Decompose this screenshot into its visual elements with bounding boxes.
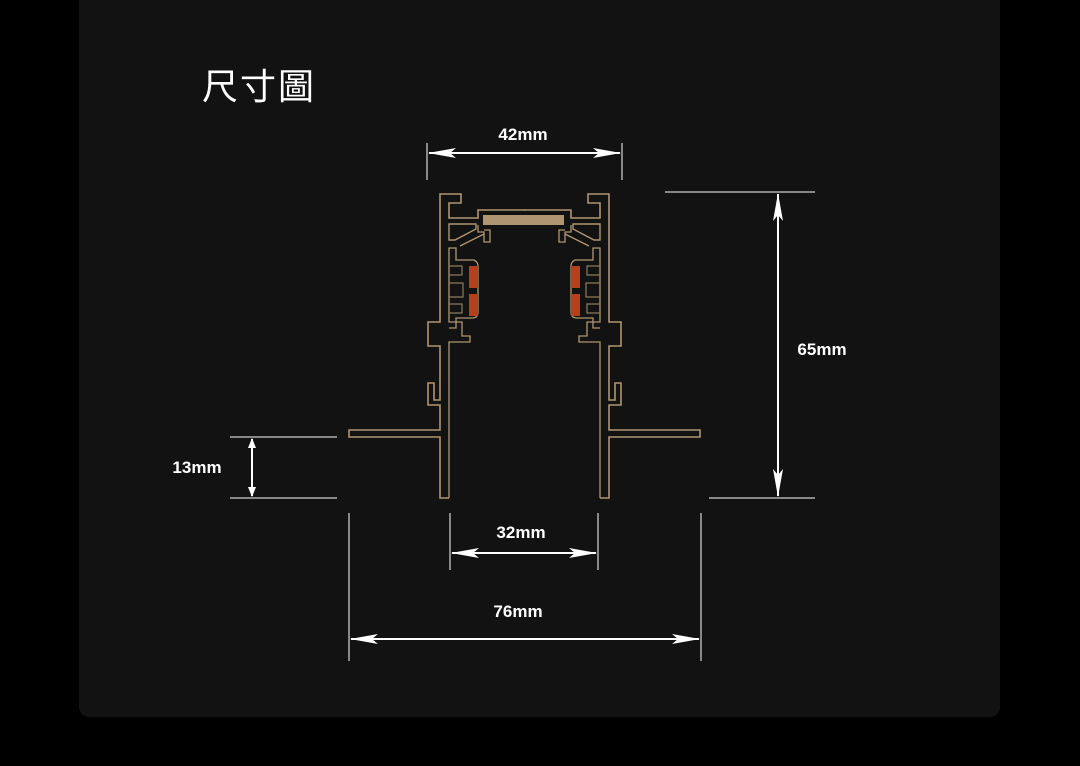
- dimension-card: [79, 0, 1000, 717]
- profile-right-half: [523, 193, 701, 499]
- page-title: 尺寸圖: [202, 66, 317, 107]
- dim-label-32mm: 32mm: [496, 523, 546, 542]
- profile-left-half: [348, 193, 526, 499]
- dimension-lines: [230, 143, 815, 661]
- dim-label-13mm: 13mm: [172, 458, 222, 477]
- top-bar: [483, 215, 564, 225]
- dim-label-76mm: 76mm: [493, 602, 543, 621]
- dim-label-65mm: 65mm: [797, 340, 847, 359]
- dim-label-42mm: 42mm: [498, 125, 548, 144]
